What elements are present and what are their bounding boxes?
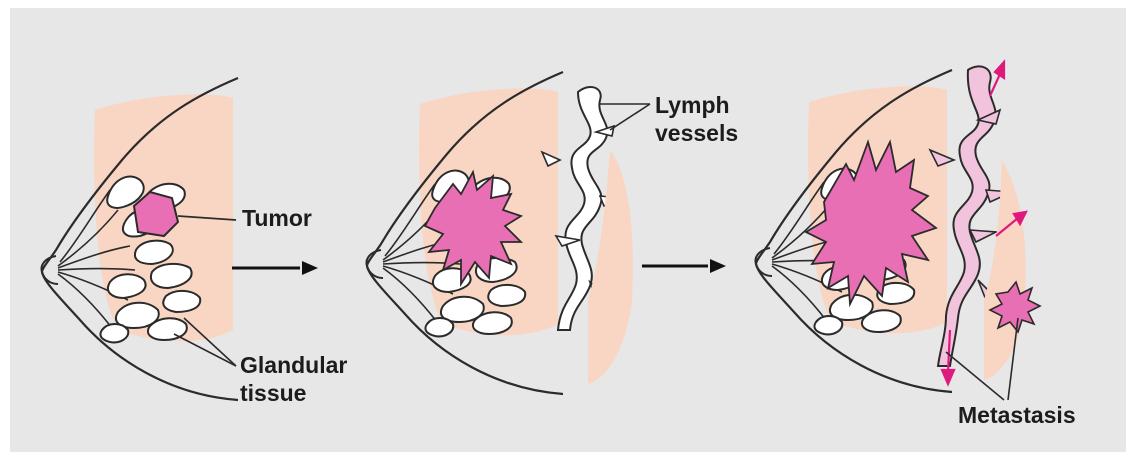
- stage-2-breast: [367, 72, 563, 394]
- stage-3-breast: [756, 70, 952, 392]
- label-tumor: Tumor: [242, 205, 312, 232]
- label-glandular-line1: Glandular: [240, 352, 347, 379]
- lymph-vessels-stage-2: [542, 87, 650, 384]
- label-lymph-line1: Lymph: [655, 92, 730, 119]
- progression-arrow-1: [232, 261, 318, 275]
- label-glandular-line2: tissue: [240, 380, 306, 407]
- stage-1-breast: [42, 78, 238, 400]
- label-lymph-line2: vessels: [655, 120, 738, 147]
- label-metastasis: Metastasis: [958, 402, 1076, 429]
- progression-arrow-2: [642, 259, 726, 273]
